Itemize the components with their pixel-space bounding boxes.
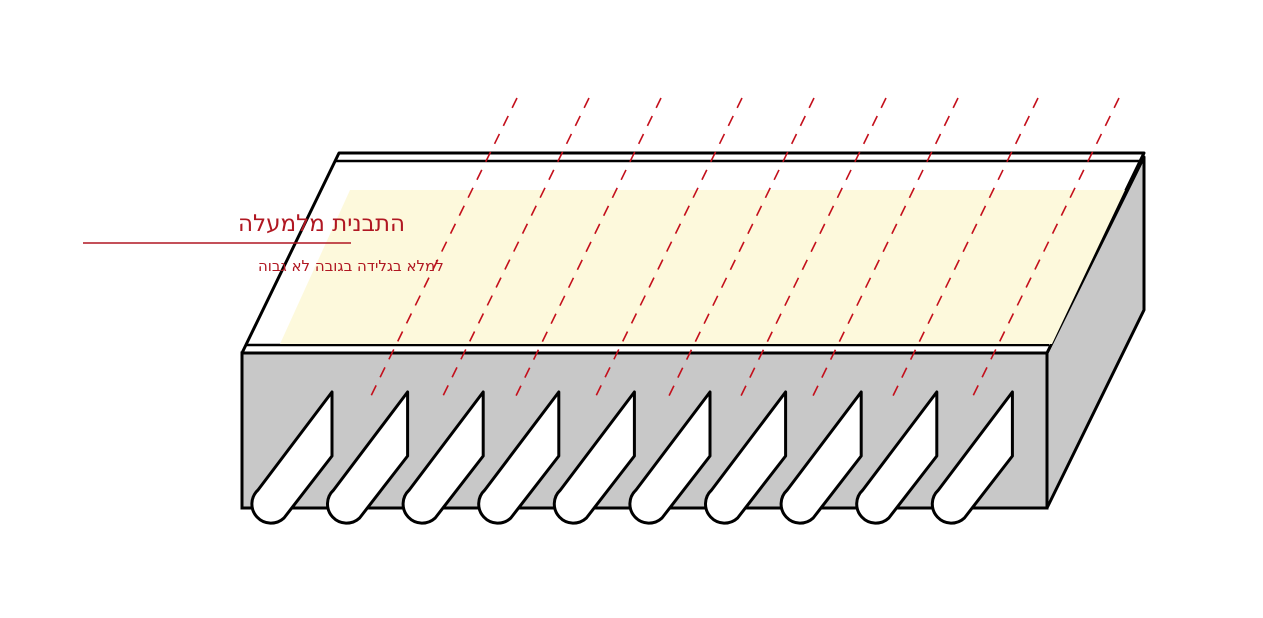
slot	[250, 390, 334, 525]
slot	[930, 390, 1014, 525]
slot	[401, 390, 485, 525]
annotation-subtitle: למלא בגלידה בגובה לא גבוה	[258, 257, 444, 275]
slot	[326, 390, 410, 525]
slot	[779, 390, 863, 525]
cut-line	[969, 97, 1120, 403]
cut-line	[809, 97, 959, 403]
cut-line	[512, 97, 662, 403]
slot	[704, 390, 788, 525]
cut-line	[367, 97, 518, 403]
cut-line	[889, 97, 1039, 403]
slot	[477, 390, 561, 525]
cut-line	[665, 97, 815, 403]
slot	[552, 390, 636, 525]
cut-line	[439, 97, 590, 403]
slots	[250, 390, 1014, 525]
slot	[628, 390, 712, 525]
slot	[855, 390, 939, 525]
cut-lines	[367, 97, 1120, 403]
cut-line	[737, 97, 887, 403]
annotation-title: התבנית מלמעלה	[238, 211, 405, 237]
ice-cream-fill-area	[280, 190, 1125, 344]
cut-line	[592, 97, 743, 403]
